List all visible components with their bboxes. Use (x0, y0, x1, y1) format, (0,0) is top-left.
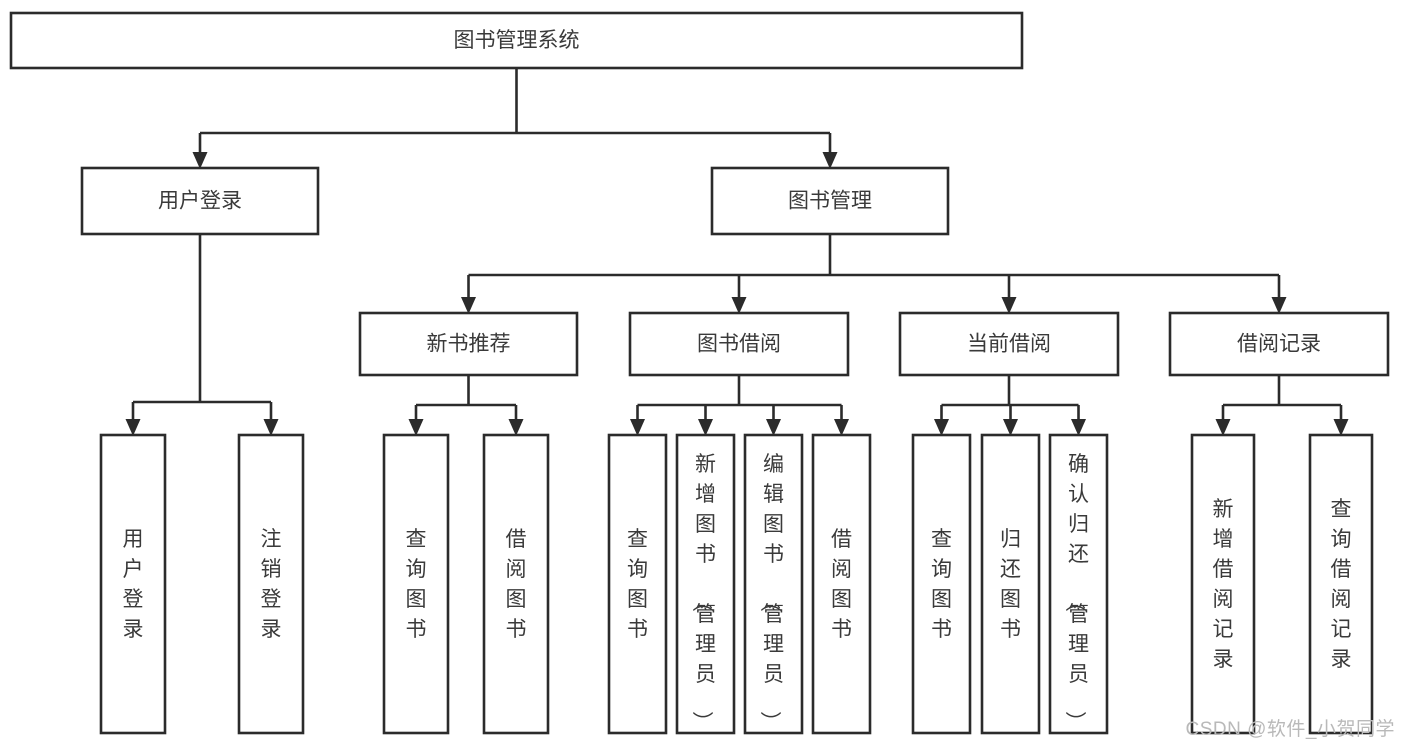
current-arrow-0 (934, 419, 949, 436)
node-label: 新书推荐 (427, 333, 511, 356)
node-rect (811, 433, 872, 735)
node-box-l2-3[interactable]: 借阅记录 (1168, 311, 1390, 377)
node-box-leaf-1[interactable]: 注销登录 (237, 433, 305, 735)
node-rect (482, 433, 550, 735)
node-rect (9, 11, 1024, 70)
node-label: 查询图书 (406, 528, 427, 641)
node-label: 新增借阅记录 (1213, 498, 1234, 671)
node-label: 当前借阅 (967, 333, 1051, 356)
node-rect (675, 433, 736, 735)
node-box-leaf-8[interactable]: 查询图书 (911, 433, 972, 735)
node-box-leaf-5[interactable]: 新增图书（管理员） (675, 433, 736, 735)
node-box-leaf-9[interactable]: 归还图书 (980, 433, 1041, 735)
borrow-arrow-3 (834, 419, 849, 436)
node-label: 用户登录 (123, 528, 144, 641)
node-rect (80, 166, 320, 236)
node-rect (237, 433, 305, 735)
node-rect (628, 311, 850, 377)
node-box-l2-0[interactable]: 新书推荐 (358, 311, 579, 377)
node-box-leaf-0[interactable]: 用户登录 (99, 433, 167, 735)
node-box-leaf-12[interactable]: 查询借阅记录 (1308, 433, 1374, 735)
node-label: 借阅图书 (506, 528, 527, 641)
node-label: 借阅记录 (1237, 333, 1321, 356)
node-box-leaf-2[interactable]: 查询图书 (382, 433, 450, 735)
node-box-leaf-6[interactable]: 编辑图书（管理员） (743, 433, 804, 735)
node-rect (382, 433, 450, 735)
book-mgmt-arrow-2 (1001, 297, 1017, 314)
node-box-l2-1[interactable]: 图书借阅 (628, 311, 850, 377)
newbook-arrow-1 (508, 419, 524, 436)
borrow-arrow-2 (766, 419, 781, 436)
node-label: 用户登录 (158, 190, 242, 213)
node-label: 图书管理 (788, 190, 872, 213)
node-rect (1190, 433, 1256, 735)
node-rect (743, 433, 804, 735)
node-rect (710, 166, 950, 236)
node-box-leaf-3[interactable]: 借阅图书 (482, 433, 550, 735)
book-mgmt-arrow-1 (731, 297, 747, 314)
connector-layer (125, 68, 1349, 436)
node-label: 注销登录 (261, 528, 282, 641)
node-box-leaf-11[interactable]: 新增借阅记录 (1190, 433, 1256, 735)
borrow-arrow-1 (698, 419, 713, 436)
node-box-l1-1[interactable]: 图书管理 (710, 166, 950, 236)
node-rect (898, 311, 1120, 377)
node-rect (1308, 433, 1374, 735)
login-arrow-1 (263, 419, 279, 436)
node-box-l2-2[interactable]: 当前借阅 (898, 311, 1120, 377)
node-label: 确认归还（管理员） (1063, 453, 1089, 732)
root-arrow-0 (192, 152, 208, 169)
node-label: 图书管理系统 (454, 29, 580, 52)
node-rect (911, 433, 972, 735)
node-rect (980, 433, 1041, 735)
node-label: 编辑图书（管理员） (758, 453, 784, 732)
node-rect (358, 311, 579, 377)
current-arrow-1 (1003, 419, 1018, 436)
node-rect (607, 433, 668, 735)
root-arrow-1 (822, 152, 838, 169)
book-mgmt-arrow-3 (1271, 297, 1287, 314)
borrow-arrow-0 (630, 419, 645, 436)
node-label: 图书借阅 (697, 333, 781, 356)
node-label: 查询图书 (931, 528, 952, 641)
node-box-leaf-4[interactable]: 查询图书 (607, 433, 668, 735)
newbook-arrow-0 (408, 419, 424, 436)
node-box-root-0[interactable]: 图书管理系统 (9, 11, 1024, 70)
node-label: 查询图书 (627, 528, 648, 641)
node-rect (99, 433, 167, 735)
node-label: 查询借阅记录 (1331, 498, 1352, 671)
node-label: 借阅图书 (831, 528, 852, 641)
record-arrow-1 (1333, 419, 1349, 436)
node-label: 新增图书（管理员） (690, 453, 716, 732)
node-rect (1048, 433, 1109, 735)
book-mgmt-arrow-0 (461, 297, 476, 314)
node-box-l1-0[interactable]: 用户登录 (80, 166, 320, 236)
node-box-leaf-10[interactable]: 确认归还（管理员） (1048, 433, 1109, 735)
current-arrow-2 (1071, 419, 1086, 436)
node-rect (1168, 311, 1390, 377)
node-label: 归还图书 (1000, 528, 1021, 641)
node-box-leaf-7[interactable]: 借阅图书 (811, 433, 872, 735)
node-layer: 图书管理系统用户登录图书管理新书推荐图书借阅当前借阅借阅记录用户登录注销登录查询… (9, 11, 1390, 735)
login-arrow-0 (125, 419, 141, 436)
record-arrow-0 (1215, 419, 1231, 436)
